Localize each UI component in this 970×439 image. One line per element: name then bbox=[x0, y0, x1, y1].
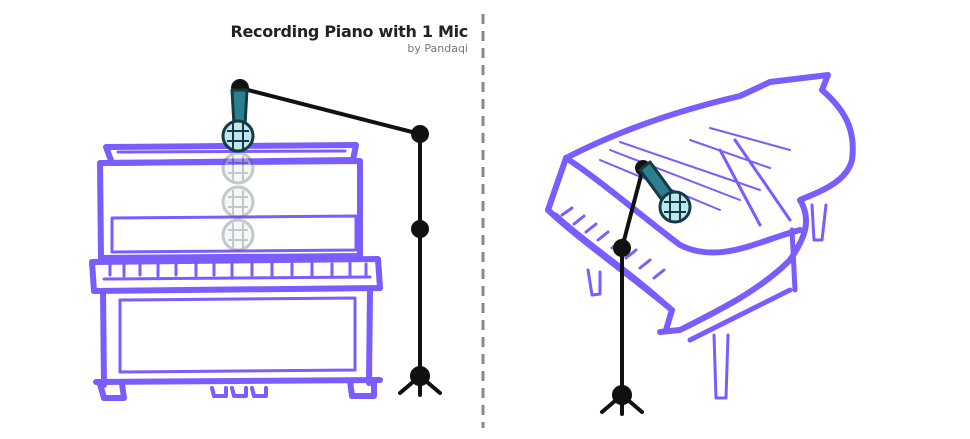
upright-piano-icon bbox=[89, 142, 383, 401]
ghost-mic-2 bbox=[221, 185, 255, 219]
mic-stand-icon bbox=[231, 79, 442, 397]
ghost-mic-3 bbox=[221, 218, 255, 252]
page-title: Recording Piano with 1 Mic bbox=[230, 22, 468, 41]
grand-piano-icon bbox=[545, 72, 856, 400]
ghost-mic-1 bbox=[221, 151, 255, 185]
grand-microphone-icon bbox=[638, 160, 692, 224]
title-block: Recording Piano with 1 Mic by Pandaqi bbox=[230, 22, 468, 55]
ghost-mic-positions bbox=[221, 151, 255, 252]
microphone-icon bbox=[221, 88, 255, 153]
author-byline: by Pandaqi bbox=[407, 42, 468, 55]
